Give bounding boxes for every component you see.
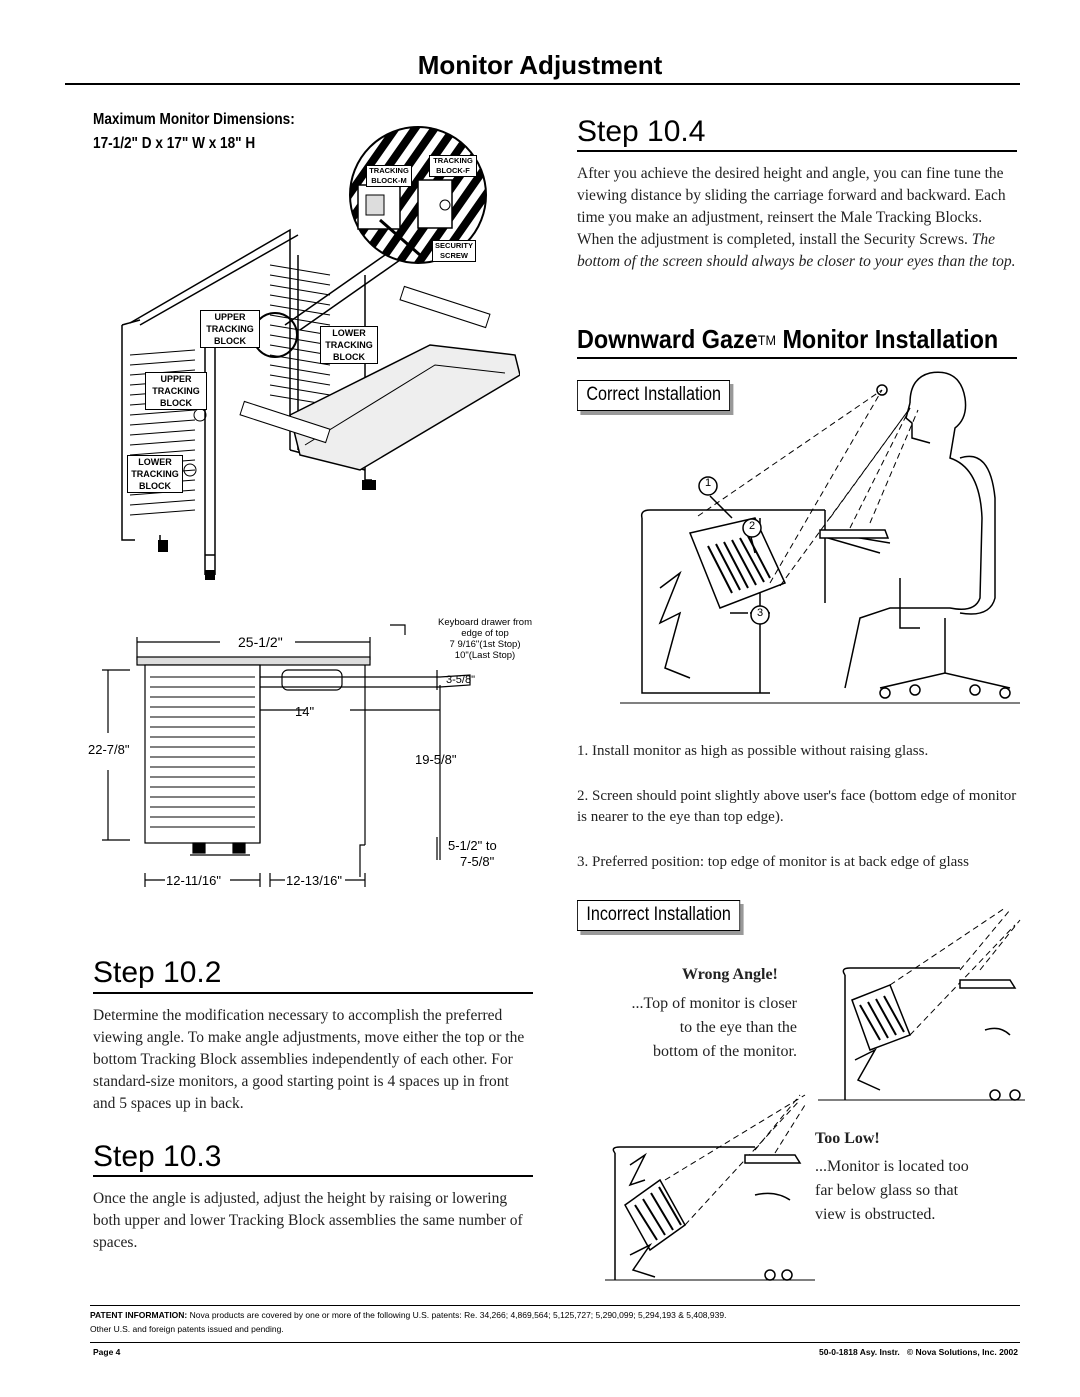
max-dimensions: Maximum Monitor Dimensions: 17-1/2" D x … <box>93 108 295 156</box>
step-10-4-body: After you achieve the desired height and… <box>577 165 1006 248</box>
dim-7-5-8: 7-5/8" <box>460 854 495 869</box>
label-line: TRACKING <box>325 340 373 350</box>
dim-22-7-8: 22-7/8" <box>88 742 130 757</box>
too-low-text: ...Monitor is located too far below glas… <box>815 1155 1025 1227</box>
label-line: SCREW <box>440 251 468 260</box>
label-line: UPPER <box>214 312 246 322</box>
label-line: LOWER <box>332 328 366 338</box>
too-low-line: far below glass so that <box>815 1182 959 1199</box>
label-tracking-block-m: TRACKING BLOCK-M <box>366 165 412 187</box>
label-line: TRACKING <box>369 166 409 175</box>
doc-info: 50-0-1818 Asy. Instr. © Nova Solutions, … <box>760 1347 1018 1357</box>
max-dimensions-value: 17-1/2" D x 17" W x 18" H <box>93 135 256 152</box>
callout-1-label: 1 <box>704 477 712 489</box>
dim-3-5-8: 3-5/8" <box>446 674 475 686</box>
correct-installation-figure <box>620 371 1020 704</box>
dim-12-13-16: 12-13/16" <box>286 873 342 888</box>
list-item-3: 3. Preferred position: top edge of monit… <box>577 854 969 870</box>
label-line: BLOCK-F <box>436 166 470 175</box>
page-number: Page 4 <box>93 1347 121 1357</box>
callout-2 <box>742 518 762 538</box>
callout-2-label: 2 <box>748 520 756 532</box>
kb-note-line: edge of top <box>461 628 509 639</box>
incorrect-installation-label: Incorrect Installation <box>577 900 741 931</box>
callout-1 <box>698 476 718 496</box>
too-low-figure <box>605 1094 815 1281</box>
max-dimensions-label: Maximum Monitor Dimensions: <box>93 111 295 128</box>
kb-note-line: Keyboard drawer from <box>438 617 532 628</box>
wrong-angle-figure <box>818 907 1025 1101</box>
too-low-title: Too Low! <box>815 1130 880 1147</box>
label-line: BLOCK <box>214 336 246 346</box>
step-10-2-text: Determine the modification necessary to … <box>93 1007 525 1112</box>
step-10-4-heading: Step 10.4 <box>577 115 706 148</box>
label-line: BLOCK <box>160 398 192 408</box>
downward-gaze-rule <box>577 357 1017 359</box>
label-line: UPPER <box>160 374 192 384</box>
trademark: TM <box>757 332 776 348</box>
label-line: BLOCK <box>139 481 171 491</box>
footer-mid-rule <box>90 1342 1020 1343</box>
dim-5-1-2: 5-1/2" to <box>448 838 497 853</box>
label-lower-tracking-block-2: LOWER TRACKING BLOCK <box>127 455 183 493</box>
label-security-screw: SECURITY SCREW <box>432 240 476 262</box>
label-line: LOWER <box>138 457 172 467</box>
downward-gaze-title: Downward Gaze <box>577 324 758 354</box>
kb-last-stop: 10"(Last Stop) <box>454 650 516 661</box>
patent-line-1: PATENT INFORMATION: Nova products are co… <box>90 1308 1020 1322</box>
patent-text: Nova products are covered by one or more… <box>187 1310 727 1320</box>
wrong-angle-title: Wrong Angle! <box>682 966 778 983</box>
step-10-4-text: After you achieve the desired height and… <box>577 163 1017 273</box>
label-line: BLOCK <box>333 352 365 362</box>
dim-19-5-8: 19-5/8" <box>415 752 457 767</box>
label-upper-tracking-block-1: UPPER TRACKING BLOCK <box>200 310 260 348</box>
step-10-2-heading: Step 10.2 <box>93 956 222 989</box>
wrong-angle-line: ...Top of monitor is closer <box>631 995 797 1012</box>
carriage-figure <box>121 126 520 580</box>
patent-line-2: Other U.S. and foreign patents issued an… <box>90 1324 284 1334</box>
step-10-4-italic: The bottom of the screen should always b… <box>577 231 1016 270</box>
label-tracking-block-f: TRACKING BLOCK-F <box>429 155 477 177</box>
step-10-2-rule <box>93 992 533 994</box>
footer-top-rule <box>90 1305 1020 1306</box>
wrong-angle-text: ...Top of monitor is closer to the eye t… <box>592 992 797 1064</box>
kb-first-stop: 7 9/16"(1st Stop) <box>449 639 521 650</box>
step-10-3-text: Once the angle is adjusted, adjust the h… <box>93 1190 523 1251</box>
step-10-4-rule <box>577 150 1017 152</box>
patent-label: PATENT INFORMATION: <box>90 1310 188 1320</box>
too-low-line: ...Monitor is located too <box>815 1158 969 1175</box>
correct-installation-label: Correct Installation <box>577 380 731 411</box>
wrong-angle-line: bottom of the monitor. <box>653 1043 797 1060</box>
label-line: TRACKING <box>152 386 200 396</box>
downward-gaze-heading: Downward GazeTM Monitor Installation <box>577 324 998 355</box>
label-line: BLOCK-M <box>371 176 407 185</box>
downward-gaze-title-rest: Monitor Installation <box>775 324 999 354</box>
page-title: Monitor Adjustment <box>417 50 663 80</box>
list-item-1: 1. Install monitor as high as possible w… <box>577 743 929 759</box>
label-lower-tracking-block-1: LOWER TRACKING BLOCK <box>320 326 378 364</box>
label-line: SECURITY <box>435 241 473 250</box>
dim-14: 14" <box>295 704 315 719</box>
label-line: TRACKING <box>433 156 473 165</box>
dim-12-11-16: 12-11/16" <box>166 873 221 888</box>
doc-number: 50-0-1818 Asy. Instr. <box>818 1347 900 1357</box>
callout-3-label: 3 <box>756 607 764 619</box>
dim-width-top: 25-1/2" <box>238 634 283 650</box>
title-rule <box>65 83 1020 85</box>
copyright: © Nova Solutions, Inc. 2002 <box>906 1347 1018 1357</box>
list-item-2: 2. Screen should point slightly above us… <box>577 788 1017 825</box>
label-line: TRACKING <box>131 469 179 479</box>
step-10-3-heading: Step 10.3 <box>93 1140 222 1173</box>
step-10-3-rule <box>93 1175 533 1177</box>
label-upper-tracking-block-2: UPPER TRACKING BLOCK <box>145 372 207 410</box>
keyboard-drawer-note: Keyboard drawer from edge of top 7 9/16"… <box>420 617 550 661</box>
dimension-drawing <box>102 624 471 887</box>
patent-info: PATENT INFORMATION: Nova products are co… <box>90 1308 1020 1336</box>
label-line: TRACKING <box>206 324 254 334</box>
callout-3 <box>750 605 770 625</box>
too-low-line: view is obstructed. <box>815 1206 936 1223</box>
wrong-angle-line: to the eye than the <box>679 1019 797 1036</box>
